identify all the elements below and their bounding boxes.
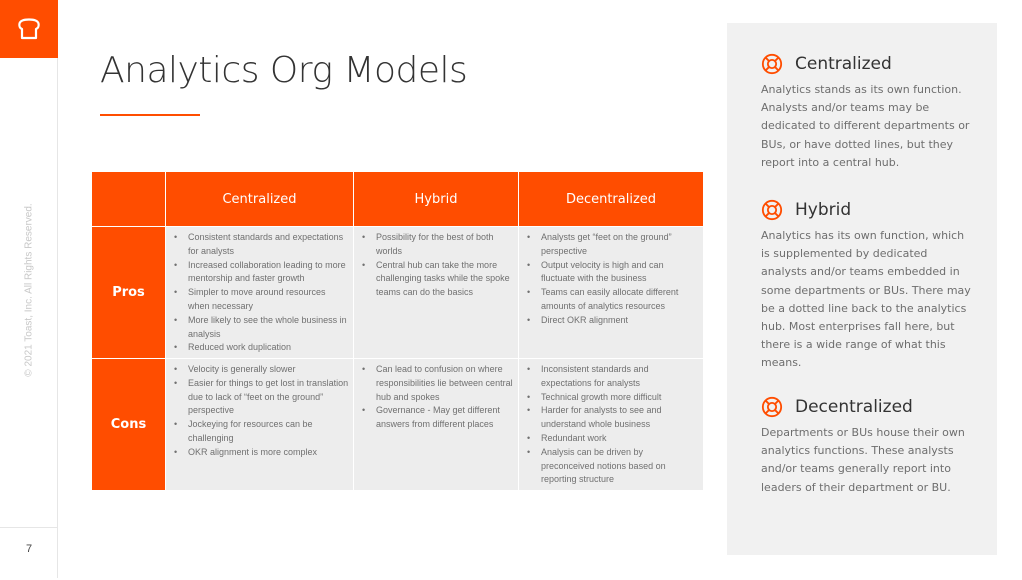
cons-decentralized-cell: Inconsistent standards and expectations … bbox=[518, 358, 703, 490]
left-rail: © 2021 Toast, Inc. All Rights Reserved. … bbox=[0, 0, 58, 578]
definition-title: Hybrid bbox=[795, 200, 852, 220]
definition-body: Analytics has its own function, which is… bbox=[761, 229, 971, 370]
page-number: 7 bbox=[25, 543, 33, 555]
cons-centralized-cell: Velocity is generally slowerEasier for t… bbox=[165, 358, 353, 490]
pros-centralized-cell: Consistent standards and expectations fo… bbox=[165, 226, 353, 358]
bullet-item: Output velocity is high and can fluctuat… bbox=[527, 259, 699, 287]
toast-logo bbox=[0, 0, 58, 58]
lifebuoy-icon bbox=[761, 199, 783, 221]
comparison-table: Centralized Hybrid Decentralized Pros Co… bbox=[92, 172, 703, 490]
rail-divider bbox=[0, 527, 58, 528]
bullet-item: Teams can easily allocate different amou… bbox=[527, 286, 699, 314]
definitions-panel: Centralized Analytics stands as its own … bbox=[727, 23, 997, 555]
cons-hybrid-cell: Can lead to confusion on where responsib… bbox=[353, 358, 518, 490]
bullet-item: Governance - May get different answers f… bbox=[362, 404, 514, 432]
column-header-centralized: Centralized bbox=[165, 172, 353, 226]
bullet-item: Central hub can take the more challengin… bbox=[362, 259, 514, 300]
bullet-item: Consistent standards and expectations fo… bbox=[174, 231, 349, 259]
definition-body: Analytics stands as its own function. An… bbox=[761, 83, 970, 169]
page-title: Analytics Org Models bbox=[100, 50, 468, 91]
bullet-item: Harder for analysts to see and understan… bbox=[527, 404, 699, 432]
bullet-item: Technical growth more difficult bbox=[527, 391, 699, 405]
definition-centralized: Centralized Analytics stands as its own … bbox=[761, 53, 976, 172]
bullet-item: Reduced work duplication bbox=[174, 341, 349, 355]
bullet-item: Can lead to confusion on where responsib… bbox=[362, 363, 514, 404]
bullet-item: Simpler to move around resources when ne… bbox=[174, 286, 349, 314]
bullet-item: Redundant work bbox=[527, 432, 699, 446]
title-underline bbox=[100, 114, 200, 116]
lifebuoy-icon bbox=[761, 53, 783, 75]
definition-body: Departments or BUs house their own analy… bbox=[761, 426, 965, 494]
bullet-item: OKR alignment is more complex bbox=[174, 446, 349, 460]
pros-decentralized-cell: Analysts get “feet on the ground” perspe… bbox=[518, 226, 703, 358]
bullet-item: Possibility for the best of both worlds bbox=[362, 231, 514, 259]
lifebuoy-icon bbox=[761, 396, 783, 418]
bullet-item: Increased collaboration leading to more … bbox=[174, 259, 349, 287]
bullet-item: Direct OKR alignment bbox=[527, 314, 699, 328]
bullet-item: More likely to see the whole business in… bbox=[174, 314, 349, 342]
bullet-item: Inconsistent standards and expectations … bbox=[527, 363, 699, 391]
column-header-hybrid: Hybrid bbox=[353, 172, 518, 226]
definition-title: Decentralized bbox=[795, 397, 913, 417]
row-label-pros: Pros bbox=[92, 226, 165, 358]
bullet-item: Jockeying for resources can be challengi… bbox=[174, 418, 349, 446]
bullet-item: Analysts get “feet on the ground” perspe… bbox=[527, 231, 699, 259]
definition-decentralized: Decentralized Departments or BUs house t… bbox=[761, 396, 976, 497]
column-header-decentralized: Decentralized bbox=[518, 172, 703, 226]
row-label-cons: Cons bbox=[92, 358, 165, 490]
definition-hybrid: Hybrid Analytics has its own function, w… bbox=[761, 199, 976, 373]
pros-hybrid-cell: Possibility for the best of both worldsC… bbox=[353, 226, 518, 358]
definition-title: Centralized bbox=[795, 54, 892, 74]
table-corner-cell bbox=[92, 172, 165, 226]
bullet-item: Easier for things to get lost in transla… bbox=[174, 377, 349, 418]
copyright-text: © 2021 Toast, Inc. All Rights Reserved. bbox=[23, 203, 35, 377]
bullet-item: Velocity is generally slower bbox=[174, 363, 349, 377]
bullet-item: Analysis can be driven by preconceived n… bbox=[527, 446, 699, 487]
toast-logo-icon bbox=[18, 18, 40, 40]
